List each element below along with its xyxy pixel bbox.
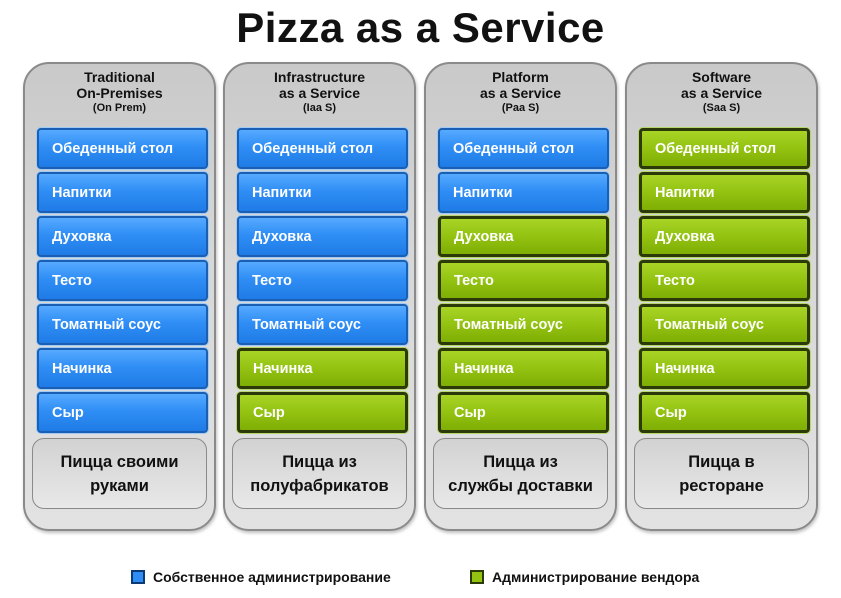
column-abbreviation: (Saa S): [702, 102, 741, 114]
column-header-line: as a Service: [279, 85, 360, 101]
result-line: ресторане: [679, 476, 764, 495]
layer-vendor: Сыр: [639, 392, 810, 433]
layer-self: Начинка: [37, 348, 208, 389]
result-line: Пицца в: [688, 452, 755, 471]
result-text: Пицца своими руками: [61, 450, 179, 498]
result-line: руками: [90, 476, 149, 495]
column-header-line: Traditional: [84, 69, 155, 85]
layer-self: Обеденный стол: [237, 128, 408, 169]
layer-vendor: Напитки: [639, 172, 810, 213]
layer-vendor: Обеденный стол: [639, 128, 810, 169]
layer-self: Сыр: [37, 392, 208, 433]
result-line: Пицца из: [282, 452, 357, 471]
column-header-line: as a Service: [480, 85, 561, 101]
result-line: Пицца из: [483, 452, 558, 471]
layer-vendor: Тесто: [438, 260, 609, 301]
column-abbreviation: (Paa S): [501, 102, 540, 114]
layer-self: Томатный соус: [237, 304, 408, 345]
result-box: Пицца из полуфабрикатов: [232, 438, 407, 509]
legend-self: Собственное администрирование: [131, 569, 391, 585]
column-header-line: Infrastructure: [273, 69, 366, 85]
layer-vendor: Тесто: [639, 260, 810, 301]
legend-self-swatch: [131, 570, 145, 584]
layer-self: Томатный соус: [37, 304, 208, 345]
result-line: полуфабрикатов: [250, 476, 389, 495]
layer-self: Напитки: [37, 172, 208, 213]
column-abbreviation: (Iaa S): [302, 102, 336, 114]
column-header-line: Software: [691, 69, 752, 85]
layer-self: Напитки: [237, 172, 408, 213]
layer-vendor: Томатный соус: [438, 304, 609, 345]
layer-vendor: Сыр: [237, 392, 408, 433]
column-header-line: Platform: [492, 69, 549, 85]
layer-self: Тесто: [37, 260, 208, 301]
layer-self: Обеденный стол: [438, 128, 609, 169]
legend-vendor-label: Администрирование вендора: [492, 569, 700, 585]
layer-vendor: Начинка: [237, 348, 408, 389]
layer-vendor: Начинка: [639, 348, 810, 389]
layer-self: Духовка: [237, 216, 408, 257]
legend-self-label: Собственное администрирование: [153, 569, 391, 585]
result-box: Пицца своими руками: [32, 438, 207, 509]
column-header-line: as a Service: [681, 85, 762, 101]
result-text: Пицца в ресторане: [679, 450, 764, 498]
result-box: Пицца в ресторане: [634, 438, 809, 509]
result-line: службы доставки: [448, 476, 593, 495]
layer-self: Тесто: [237, 260, 408, 301]
result-box: Пицца из службы доставки: [433, 438, 608, 509]
layer-vendor: Томатный соус: [639, 304, 810, 345]
result-text: Пицца из полуфабрикатов: [250, 450, 388, 498]
column-header-line: On-Premises: [76, 85, 163, 101]
layer-self: Напитки: [438, 172, 609, 213]
legend-vendor: Администрирование вендора: [470, 569, 699, 585]
column-abbreviation: (On Prem): [92, 102, 147, 114]
result-text: Пицца из службы доставки: [448, 450, 593, 498]
diagram-title: Pizza as a Service: [236, 4, 605, 51]
layer-self: Духовка: [37, 216, 208, 257]
legend-vendor-swatch: [470, 570, 484, 584]
layer-vendor: Духовка: [438, 216, 609, 257]
result-line: Пицца своими: [60, 452, 179, 471]
layer-self: Обеденный стол: [37, 128, 208, 169]
layer-vendor: Духовка: [639, 216, 810, 257]
layer-vendor: Сыр: [438, 392, 609, 433]
layer-vendor: Начинка: [438, 348, 609, 389]
